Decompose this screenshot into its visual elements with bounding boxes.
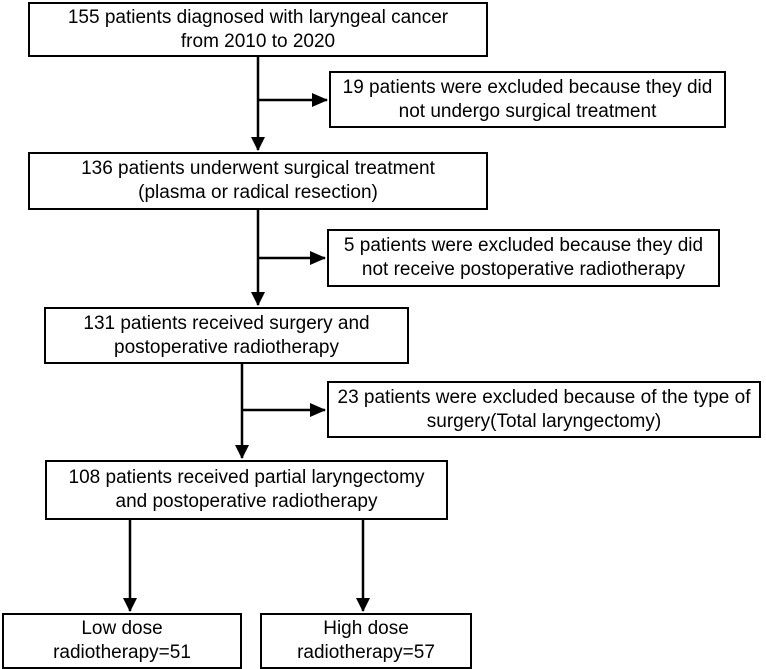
step-1-line-1: 155 patients diagnosed with laryngeal ca… bbox=[67, 6, 449, 28]
step-2-line-2: (plasma or radical resection) bbox=[138, 182, 378, 203]
outcome-low-line-2: radiotherapy=51 bbox=[53, 642, 191, 663]
outcome-box-low-dose: Low dose radiotherapy=51 bbox=[2, 613, 242, 669]
exclusion-1-line-2: not undergo surgical treatment bbox=[398, 100, 657, 122]
step-box-surgery-radiotherapy: 131 patients received surgery and postop… bbox=[44, 307, 409, 364]
step-box-surgical-treatment: 136 patients underwent surgical treatmen… bbox=[28, 152, 488, 210]
step-2-line-1: 136 patients underwent surgical treatmen… bbox=[81, 158, 435, 179]
step-box-partial-laryngectomy: 108 patients received partial laryngecto… bbox=[45, 460, 448, 520]
outcome-box-high-dose: High dose radiotherapy=57 bbox=[260, 613, 472, 669]
step-4-line-2: and postoperative radiotherapy bbox=[115, 491, 378, 512]
step-1-line-2: from 2010 to 2020 bbox=[180, 30, 336, 52]
exclusion-box-total-laryngectomy: 23 patients were excluded because of the… bbox=[327, 381, 761, 438]
step-4-line-1: 108 patients received partial laryngecto… bbox=[68, 467, 425, 488]
step-box-diagnosed: 155 patients diagnosed with laryngeal ca… bbox=[28, 2, 488, 57]
step-3-line-1: 131 patients received surgery and bbox=[83, 312, 370, 334]
exclusion-1-line-1: 19 patients were excluded because they d… bbox=[342, 76, 713, 98]
exclusion-2-line-1: 5 patients were excluded because they di… bbox=[343, 235, 704, 256]
outcome-low-line-1: Low dose bbox=[81, 618, 163, 639]
exclusion-2-line-2: not receive postoperative radiotherapy bbox=[361, 259, 686, 280]
exclusion-box-no-surgery: 19 patients were excluded because they d… bbox=[329, 71, 726, 128]
exclusion-3-line-2: surgery(Total laryngectomy) bbox=[426, 410, 662, 432]
exclusion-3-line-1: 23 patients were excluded because of the… bbox=[337, 386, 751, 408]
outcome-high-line-2: radiotherapy=57 bbox=[297, 642, 435, 663]
outcome-high-line-1: High dose bbox=[323, 618, 409, 639]
step-3-line-2: postoperative radiotherapy bbox=[114, 336, 339, 358]
exclusion-box-no-radiotherapy: 5 patients were excluded because they di… bbox=[327, 229, 720, 287]
